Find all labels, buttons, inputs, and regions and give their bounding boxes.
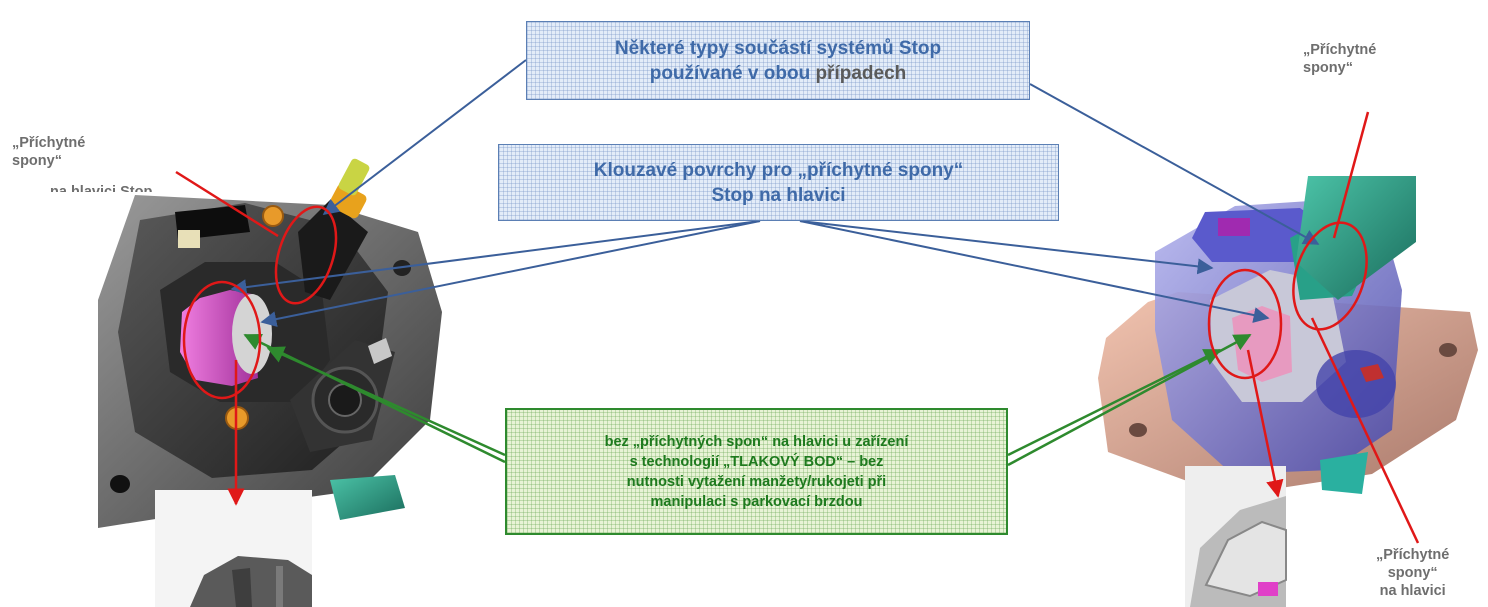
- right-assembly-image: [1098, 176, 1478, 607]
- label-clips-left-cut: na hlavici Stop: [50, 183, 152, 192]
- label-clips-left: „Příchytné spony“: [12, 134, 85, 170]
- left-assembly-image: [98, 158, 442, 607]
- label-clips-right-bottom-line3: na hlavici: [1379, 583, 1446, 599]
- label-clips-right-bottom-line1: „Příchytné: [1376, 547, 1450, 563]
- callout-shared-line2a: používané v obou: [649, 62, 816, 84]
- label-clips-right-top-line1: „Příchytné: [1303, 42, 1377, 58]
- callout-pressure-line2: s technologií „TLAKOVÝ BOD“ – bez: [629, 453, 884, 470]
- label-clips-right-bottom-line2: spony“: [1387, 565, 1438, 581]
- callout-shared-components: Některé typy součástí systémů Stop použí…: [526, 21, 1030, 100]
- red-markers: [175, 111, 1420, 544]
- label-clips-right-top: „Příchytné spony“: [1303, 41, 1376, 77]
- callout-sliding-line1: Klouzavé povrchy pro „příchytné spony“: [593, 159, 964, 181]
- label-clips-right-top-line2: spony“: [1303, 60, 1353, 76]
- callout-pressure-line4: manipulaci s parkovací brzdou: [650, 493, 863, 510]
- callout-pressure-line1: bez „příchytných spon“ na hlavici u zaří…: [604, 433, 909, 450]
- callout-sliding-surfaces: Klouzavé povrchy pro „příchytné spony“ S…: [498, 144, 1059, 221]
- callout-shared-line2b: případech: [815, 62, 907, 84]
- label-clips-right-bottom: „Příchytné spony“ na hlavici: [1376, 546, 1449, 604]
- label-clips-left-line1: „Příchytné: [12, 135, 86, 151]
- green-leader-lines: [243, 333, 1252, 467]
- label-clips-left-line2: spony“: [12, 153, 62, 169]
- callout-pressure-point: bez „příchytných spon“ na hlavici u zaří…: [505, 408, 1008, 535]
- callout-shared-line1: Některé typy součástí systémů Stop: [614, 37, 942, 59]
- label-clips-left-line3: na hlavici Stop: [50, 184, 153, 192]
- callout-sliding-line2: Stop na hlavici: [711, 184, 846, 206]
- callout-pressure-line3: nutnosti vytažení manžety/rukojeti při: [626, 473, 887, 490]
- blue-leader-lines: [230, 59, 1320, 327]
